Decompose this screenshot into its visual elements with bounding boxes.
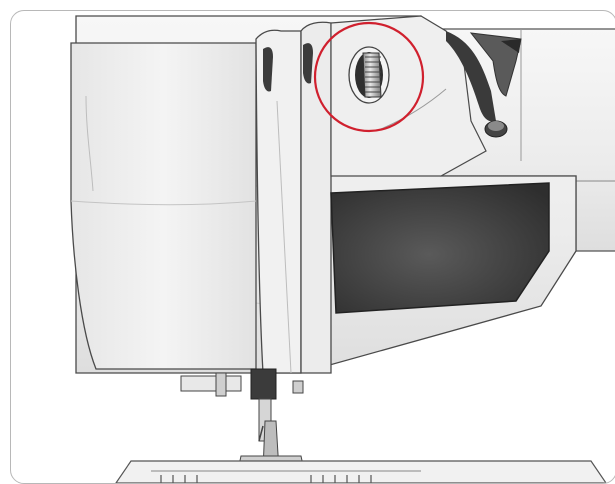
machine-left-panel <box>70 42 257 370</box>
sewing-machine-illustration <box>70 15 615 483</box>
thread-tension-screw <box>484 120 508 138</box>
tension-dial <box>348 46 390 104</box>
needle-plate <box>115 460 607 483</box>
illustration-frame <box>10 10 615 484</box>
machine-dark-window <box>330 182 550 314</box>
highlight-circle <box>313 21 425 133</box>
machine-middle-panels <box>255 21 332 374</box>
